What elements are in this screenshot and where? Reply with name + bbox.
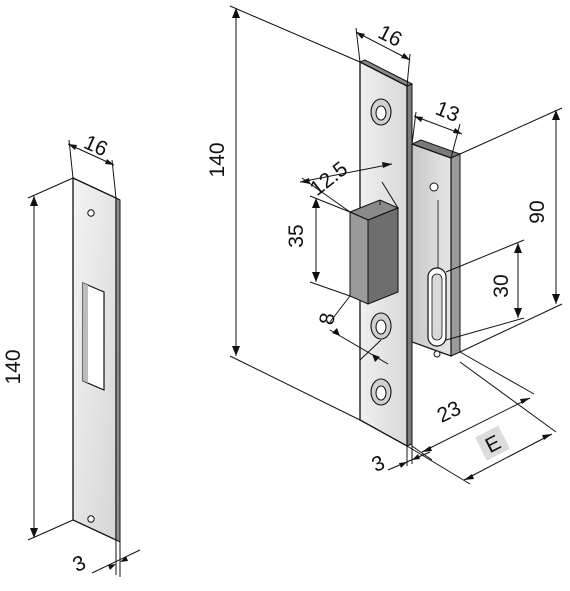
case-thickness-label: 13 xyxy=(432,97,462,127)
latch-bolt xyxy=(348,199,400,305)
strike-plate-top-screw-hole xyxy=(87,209,95,217)
latch-projection-label: 12.5 xyxy=(306,157,352,200)
strike-plate-opening-shadow xyxy=(83,283,88,383)
backset-label-box xyxy=(475,425,511,461)
latch-height-label: 35 xyxy=(285,224,308,247)
slot-height-label: 30 xyxy=(490,274,513,297)
case-height-label: 90 xyxy=(526,200,549,223)
strike-plate-side-edge xyxy=(115,197,121,543)
faceplate-middle-screw-hole xyxy=(370,312,392,340)
strike-plate-width-label: 16 xyxy=(80,131,111,162)
strike-plate-thickness-label: 3 xyxy=(69,551,89,577)
lock-case-side xyxy=(450,153,461,357)
faceplate-thickness-label: 3 xyxy=(368,451,388,477)
strike-plate-height-label: 140 xyxy=(2,349,25,384)
lock-case-bottom-hole xyxy=(433,350,441,358)
faceplate-height-label: 140 xyxy=(206,142,229,177)
faceplate-bottom-screw-hole xyxy=(370,378,392,406)
spacing-label: 8 xyxy=(315,311,340,327)
strike-plate-bottom-screw-hole xyxy=(87,515,95,523)
lock-case-top-hole xyxy=(429,182,439,192)
depth-label: 23 xyxy=(434,397,465,428)
lock-body xyxy=(348,59,462,448)
lock-faceplate-side-edge xyxy=(406,83,413,447)
strike-plate xyxy=(72,176,121,543)
faceplate-top-screw-hole xyxy=(370,98,392,126)
faceplate-width-label: 16 xyxy=(374,21,405,52)
